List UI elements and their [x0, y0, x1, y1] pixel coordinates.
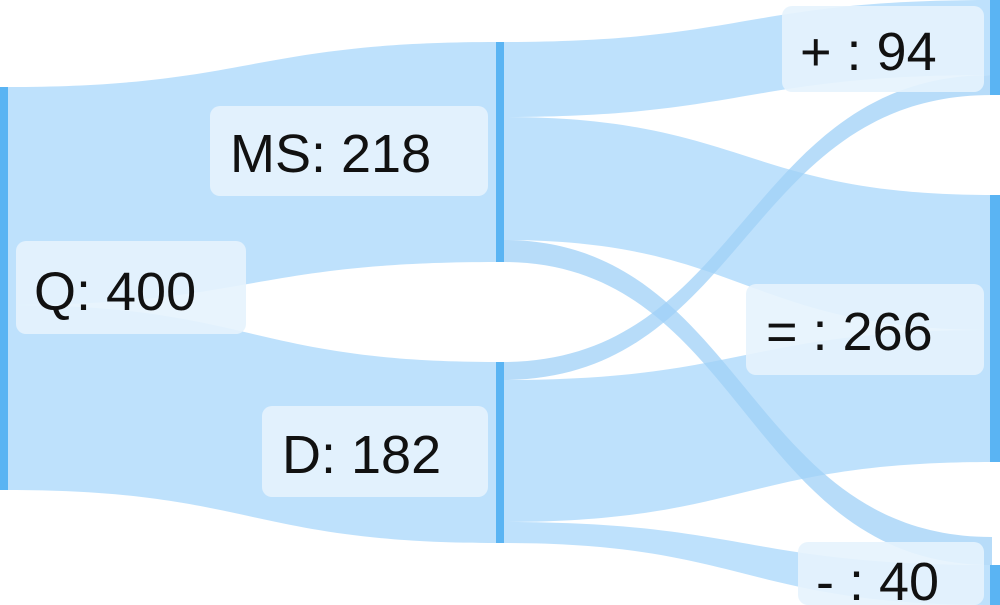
- link-d-eq: [503, 330, 992, 522]
- link-d-plus: [503, 75, 992, 380]
- node-label-q-text: Q: 400: [34, 262, 196, 322]
- link-ms-minus: [503, 240, 992, 565]
- node-label-minus: - : 40: [798, 542, 984, 605]
- node-bar-d: [496, 362, 504, 543]
- node-label-eq: = : 266: [746, 284, 984, 375]
- node-label-plus-text: + : 94: [800, 22, 937, 82]
- node-label-plus: + : 94: [782, 6, 984, 92]
- node-label-d: D: 182: [262, 406, 488, 497]
- node-bar-plus: [990, 0, 1000, 95]
- node-label-ms: MS: 218: [210, 106, 488, 196]
- node-label-eq-text: = : 266: [766, 302, 933, 362]
- node-label-d-text: D: 182: [282, 425, 441, 485]
- node-label-q: Q: 400: [16, 241, 246, 334]
- node-bar-minus: [990, 565, 1000, 605]
- node-bar-q: [0, 87, 8, 490]
- node-bar-ms: [496, 42, 504, 262]
- node-label-ms-text: MS: 218: [230, 124, 431, 184]
- node-label-minus-text: - : 40: [816, 552, 939, 605]
- node-bar-eq: [990, 195, 1000, 462]
- node-labels: Q: 400 MS: 218 D: 182 + : 94 = : 266 - :…: [16, 6, 984, 605]
